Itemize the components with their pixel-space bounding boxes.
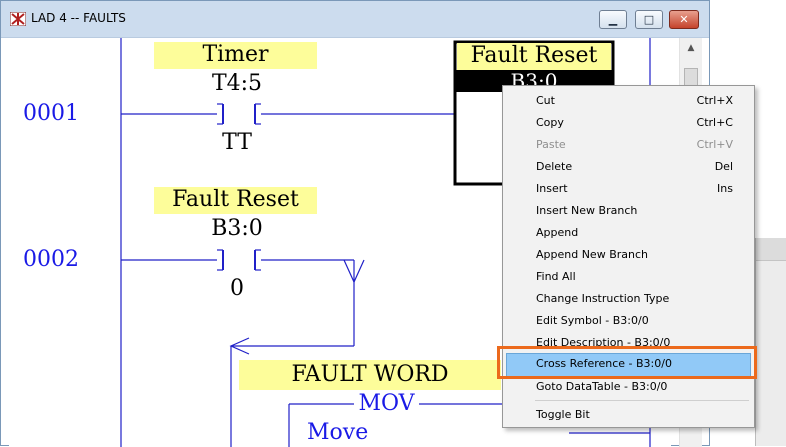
title-bar[interactable]: LAD 4 -- FAULTS ▁ □ ✕ [1,1,709,38]
menu-item-delete[interactable]: Delete Del [506,156,751,178]
menu-item-label: Copy [536,116,564,129]
menu-item-toggle-bit[interactable]: Toggle Bit [506,404,751,426]
menu-item-shortcut: Ins [717,182,733,195]
highlight-callout-box [497,346,757,379]
background-window [755,238,786,446]
menu-item-change-instruction-type[interactable]: Change Instruction Type [506,288,751,310]
menu-item-edit-description[interactable]: Edit Description - B3:0/0 [506,332,751,354]
contact-symbol-label: Fault Reset [154,187,317,214]
menu-item-shortcut: Ctrl+X [696,94,733,107]
output-symbol-label: Fault Reset [457,43,611,70]
ladder-app-icon [10,12,26,26]
contact-address[interactable]: B3:0 [211,216,263,241]
menu-item-label: Insert [536,182,568,195]
contact-address[interactable]: T4:5 [211,71,263,96]
menu-item-shortcut: Del [714,160,733,173]
window-title: LAD 4 -- FAULTS [31,11,126,25]
rung-number: 0002 [23,247,79,272]
menu-item-shortcut: Ctrl+C [696,116,733,129]
menu-item-cut[interactable]: Cut Ctrl+X [506,90,751,112]
menu-item-insert-new-branch[interactable]: Insert New Branch [506,200,751,222]
menu-item-append-new-branch[interactable]: Append New Branch [506,244,751,266]
menu-item-label: Insert New Branch [536,204,638,217]
menu-item-label: Cut [536,94,555,107]
minimize-icon: ▁ [608,13,618,26]
menu-item-label: Change Instruction Type [536,292,670,305]
menu-item-label: Find All [536,270,576,283]
menu-item-edit-symbol[interactable]: Edit Symbol - B3:0/0 [506,310,751,332]
menu-item-label: Toggle Bit [536,408,590,421]
mov-description: Move [307,420,369,445]
menu-item-label: Cross Reference - B3:0/0 [536,357,672,370]
background-window-titlebar [756,238,786,261]
menu-separator [535,400,749,401]
close-button[interactable]: ✕ [669,10,699,29]
contact-symbol-label: Timer [154,42,317,69]
minimize-button[interactable]: ▁ [599,10,627,29]
menu-item-label: Paste [536,138,566,151]
mov-instruction-name[interactable]: MOV [358,391,415,416]
menu-item-append[interactable]: Append [506,222,751,244]
menu-item-label: Append [536,226,579,239]
rung-number: 0001 [23,101,79,126]
scroll-up-icon[interactable]: ▲ [687,43,695,53]
menu-item-label: Delete [536,160,573,173]
menu-item-label: Append New Branch [536,248,648,261]
maximize-button[interactable]: □ [635,10,663,29]
menu-item-paste: Paste Ctrl+V [506,134,751,156]
menu-item-label: Edit Symbol - B3:0/0 [536,314,649,327]
menu-item-label: Edit Description - B3:0/0 [536,336,671,349]
contact-bit: TT [222,130,252,155]
maximize-icon: □ [643,13,655,26]
menu-item-copy[interactable]: Copy Ctrl+C [506,112,751,134]
menu-item-insert[interactable]: Insert Ins [506,178,751,200]
mov-symbol-label: FAULT WORD [239,360,501,390]
menu-item-shortcut: Ctrl+V [696,138,733,151]
menu-item-goto-datatable[interactable]: Goto DataTable - B3:0/0 [506,376,751,398]
contact-bit: 0 [230,276,244,301]
menu-item-find-all[interactable]: Find All [506,266,751,288]
context-menu: Cut Ctrl+X Copy Ctrl+C Paste Ctrl+V Dele… [502,85,755,428]
menu-item-label: Goto DataTable - B3:0/0 [536,380,668,393]
close-icon: ✕ [679,13,689,26]
